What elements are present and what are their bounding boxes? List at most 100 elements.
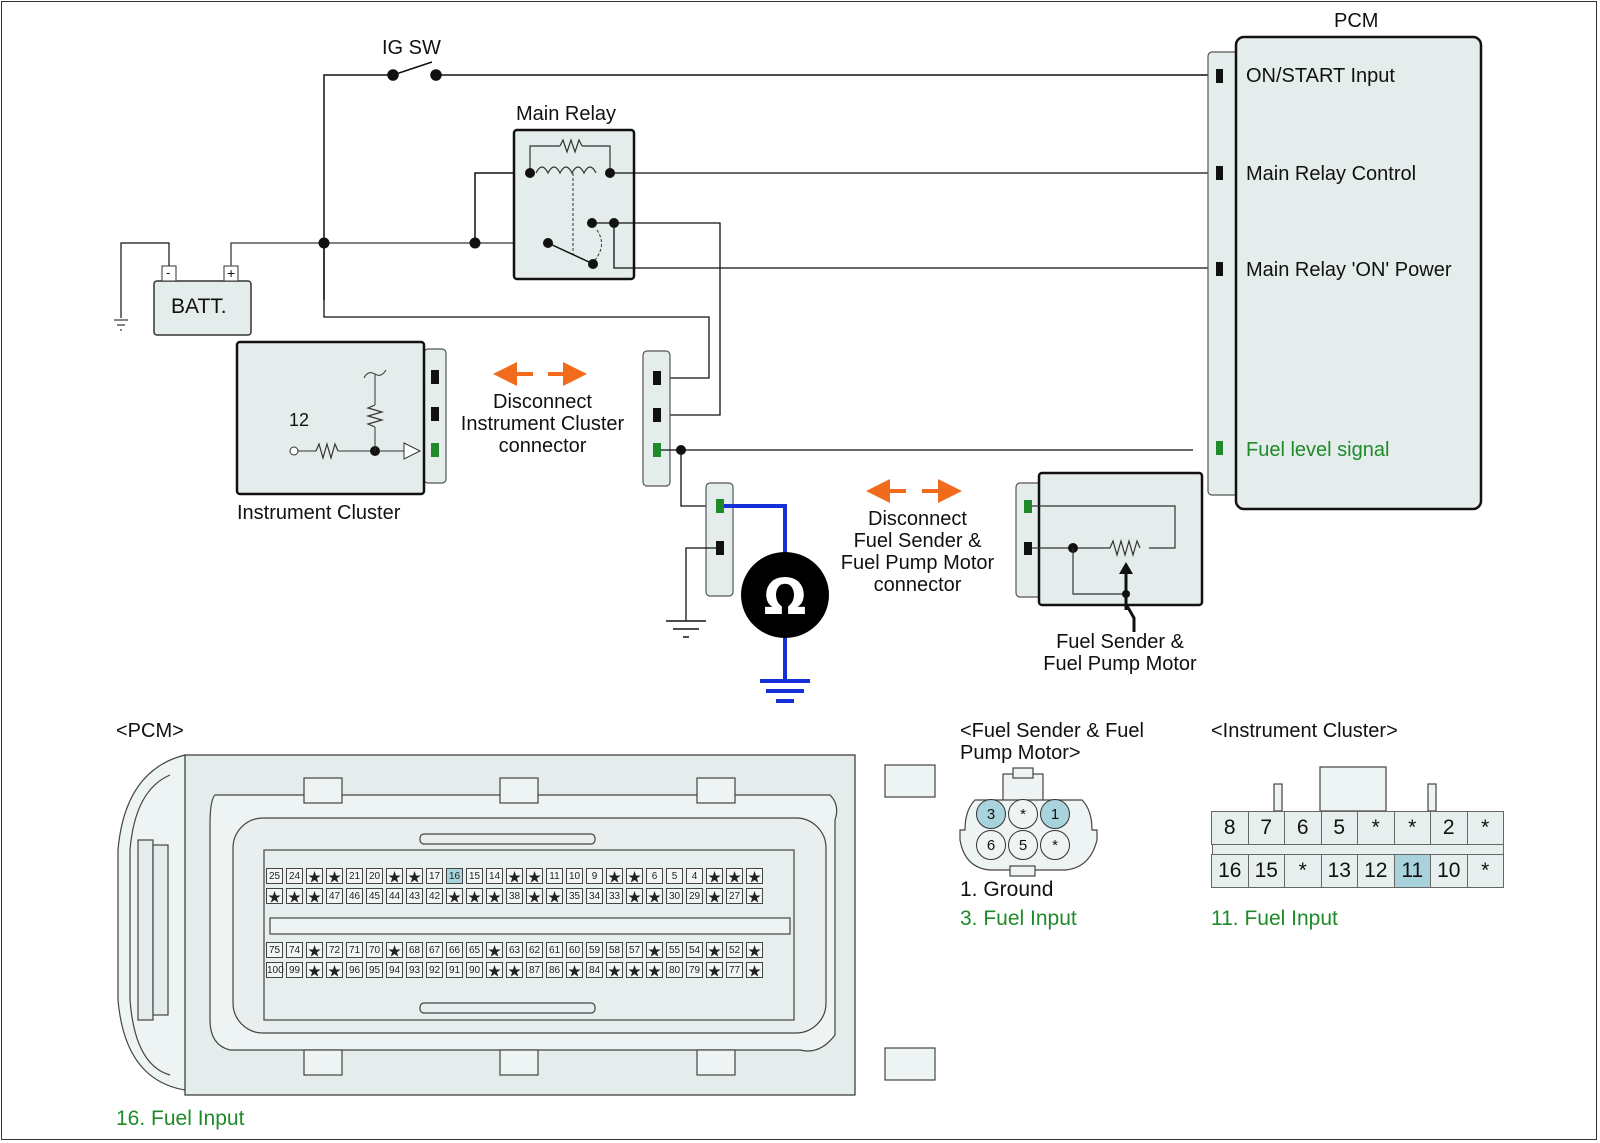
pcm-pin: 33: [606, 888, 623, 904]
ic-note: 11. Fuel Input: [1211, 907, 1338, 930]
fuel-sender-pin: 6: [976, 830, 1006, 860]
ic-pin: 12: [1357, 854, 1395, 888]
ic-row-spacer: [1212, 845, 1249, 855]
pcm-pin: 86: [546, 962, 563, 978]
battery-positive-label: +: [227, 265, 236, 281]
pcm-pin: 63: [506, 942, 523, 958]
pcm-pin: ★: [746, 868, 763, 885]
pcm-pin: 4: [686, 868, 703, 884]
pcm-pin: ★: [486, 888, 503, 905]
pcm-pin: 10: [566, 868, 583, 884]
ic-pin: 6: [1284, 811, 1322, 845]
pcm-pin: ★: [486, 962, 503, 979]
pcm-pin: ★: [406, 868, 423, 885]
ohm-icon: Ω: [764, 568, 807, 626]
pcm-pin: ★: [726, 868, 743, 885]
ic-pin: *: [1357, 811, 1395, 845]
pcm-pin: 91: [446, 962, 463, 978]
ic-pin: *: [1393, 811, 1431, 845]
title-line: <Fuel Sender & Fuel: [960, 720, 1144, 742]
pcm-pin: 54: [686, 942, 703, 958]
fuel-sender-pin: 1: [1040, 799, 1070, 829]
pcm-pin: ★: [746, 888, 763, 905]
pcm-pin: 79: [686, 962, 703, 978]
pcm-pin: 15: [466, 868, 483, 884]
instrument-cluster-label: Instrument Cluster: [237, 502, 401, 524]
pcm-pin: 77: [726, 962, 743, 978]
ground-icon: [666, 620, 706, 638]
pcm-pin: 95: [366, 962, 383, 978]
pcm-pin: ★: [466, 888, 483, 905]
ic-connector-drawing: [1273, 766, 1437, 812]
pcm-pin: 65: [466, 942, 483, 958]
ic-pin: 2: [1430, 811, 1468, 845]
ic-pin: *: [1466, 811, 1504, 845]
pcm-pin: 44: [386, 888, 403, 904]
pcm-pin: 46: [346, 888, 363, 904]
pcm-title: PCM: [1334, 10, 1379, 32]
fuel-sender-pin: 3: [976, 799, 1006, 829]
pcm-pin: 9: [586, 868, 603, 884]
pcm-pin: 93: [406, 962, 423, 978]
pcm-pin: ★: [646, 962, 663, 979]
pcm-pin: 74: [286, 942, 303, 958]
pcm-pin: 20: [366, 868, 383, 884]
pcm-pin: ★: [746, 962, 763, 979]
battery-negative-label: -: [166, 265, 171, 280]
pcm-pin-main-relay-control: Main Relay Control: [1246, 163, 1417, 185]
pcm-pin: 43: [406, 888, 423, 904]
pcm-pin: 17: [426, 868, 443, 884]
fuel-sender-component: [1015, 471, 1204, 632]
pcm-pin: ★: [646, 942, 663, 959]
pcm-pin: 38: [506, 888, 523, 904]
pcm-pin: ★: [326, 868, 343, 885]
ig-switch-label: IG SW: [382, 37, 441, 59]
pcm-pin: ★: [566, 962, 583, 979]
pcm-pin: ★: [626, 962, 643, 979]
pcm-pin: 100: [266, 962, 284, 978]
pcm-pin: 87: [526, 962, 543, 978]
ic-pin: 16: [1211, 854, 1249, 888]
pcm-pin: 61: [546, 942, 563, 958]
pcm-connector-drawing: [117, 754, 936, 1096]
pcm-pin: 55: [666, 942, 683, 958]
ground-icon: [114, 319, 128, 331]
pcm-pin: ★: [706, 868, 723, 885]
pcm-pin: 58: [606, 942, 623, 958]
ic-row-spacer: [1431, 845, 1468, 855]
pcm-pin: 21: [346, 868, 363, 884]
disconnect-ic-note: Disconnect Instrument Cluster connector: [445, 391, 640, 457]
fuel-sender-pin: *: [1008, 799, 1038, 829]
ic-pin: 10: [1430, 854, 1468, 888]
ic-pin: 11: [1393, 854, 1431, 888]
ic-row-spacer: [1285, 845, 1322, 855]
pcm-pin: 52: [726, 942, 743, 958]
pcm-pin: ★: [546, 888, 563, 905]
pcm-pin: ★: [526, 888, 543, 905]
pcm-pin: ★: [326, 962, 343, 979]
pcm-pin: 84: [586, 962, 603, 978]
pcm-pin: 14: [486, 868, 503, 884]
pcm-pin: 11: [546, 868, 563, 884]
pcm-pin: 60: [566, 942, 583, 958]
pcm-pin: ★: [706, 888, 723, 905]
ic-row-spacer: [1248, 845, 1285, 855]
battery: [114, 242, 548, 336]
pcm-pin: 24: [286, 868, 303, 884]
pcm-pin: 67: [426, 942, 443, 958]
ground-icon: [760, 679, 810, 703]
note-line: Disconnect: [493, 391, 592, 413]
ic-harness-connector: [642, 350, 716, 507]
pcm-module: [1207, 35, 1483, 511]
main-relay: [512, 128, 636, 281]
ic-connector-title: <Instrument Cluster>: [1211, 720, 1398, 742]
pcm-pin: 45: [366, 888, 383, 904]
note-line: Instrument Cluster: [460, 413, 625, 435]
main-relay-label: Main Relay: [516, 103, 617, 125]
